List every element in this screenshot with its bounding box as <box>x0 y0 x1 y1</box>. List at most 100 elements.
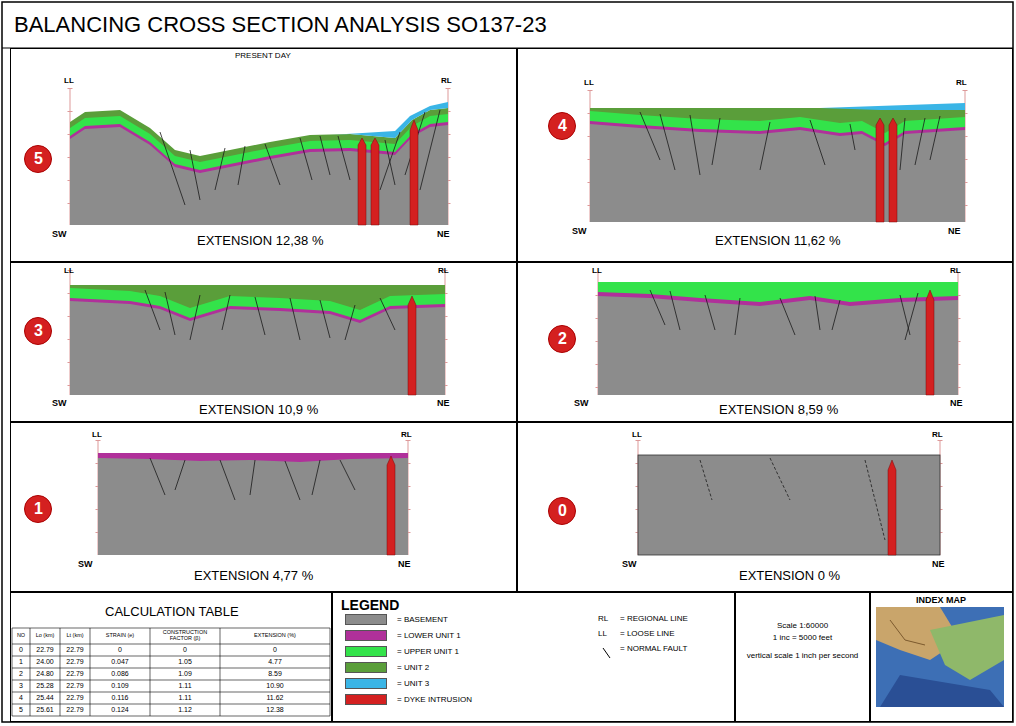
table-cell: 4 <box>13 694 29 701</box>
normal-faults <box>650 290 918 340</box>
table-cell: 1 <box>13 658 29 665</box>
section-end-label: SW <box>52 398 67 408</box>
table-grid <box>12 628 330 716</box>
extension-caption: EXTENSION 4,77 % <box>194 569 313 584</box>
legend-box: LEGEND <box>332 592 735 722</box>
normal-faults <box>145 110 940 540</box>
normal-faults <box>700 458 885 540</box>
legend-text: = REGIONAL LINE <box>620 614 688 623</box>
section-end-label: RL <box>932 430 943 439</box>
table-cell: 25.28 <box>31 682 59 689</box>
table-cell: 12.38 <box>221 706 329 713</box>
table-cell: 0.047 <box>91 658 149 665</box>
table-cell: 22.79 <box>61 682 89 689</box>
table-cell: 1.12 <box>151 706 219 713</box>
index-map <box>876 607 1004 707</box>
section-5 <box>70 125 448 225</box>
table-cell: 11.62 <box>221 694 329 701</box>
legend-text: = UPPER UNIT 1 <box>397 647 459 656</box>
callout-number: 1 <box>24 495 52 523</box>
table-cell: 1.09 <box>151 670 219 677</box>
table-cell: 24.00 <box>31 658 59 665</box>
legend-text: = UNIT 3 <box>397 679 429 688</box>
table-cell: 22.79 <box>31 646 59 653</box>
section-end-label: SW <box>622 559 637 569</box>
legend-swatch <box>345 694 387 705</box>
table-cell: 10.90 <box>221 682 329 689</box>
section-end-label: SW <box>78 559 93 569</box>
callout-number-text: 3 <box>34 322 43 340</box>
scale-box: Scale 1:600001 inc = 5000 feetvertical s… <box>735 592 870 722</box>
extension-caption: EXTENSION 11,62 % <box>715 234 840 249</box>
table-header: Lo (km) <box>31 633 59 639</box>
table-grid <box>12 628 330 716</box>
scale-note: 1 inc = 5000 feet <box>742 633 863 642</box>
section-end-label: SW <box>574 398 589 408</box>
section-3 <box>70 285 445 395</box>
callout-number-text: 1 <box>34 500 43 518</box>
table-cell: 0 <box>221 646 329 653</box>
legend-text: = LOOSE LINE <box>620 629 674 638</box>
legend-text: = BASEMENT <box>397 615 448 624</box>
table-cell: 22.79 <box>61 658 89 665</box>
section-end-label: NE <box>398 559 411 569</box>
callout-number-text: 2 <box>558 330 567 348</box>
section-end-label: LL <box>592 266 602 275</box>
section-0 <box>638 455 940 555</box>
legend-swatch <box>345 630 387 641</box>
section-4 <box>590 124 965 222</box>
section-end-label: NE <box>950 398 963 408</box>
table-cell: 5 <box>13 706 29 713</box>
section-end-label: NE <box>437 398 450 408</box>
dyke-intrusion <box>358 118 934 555</box>
legend-swatch <box>345 646 387 657</box>
section-end-label: SW <box>52 229 67 239</box>
callout-number: 4 <box>548 112 576 140</box>
legend-code: LL <box>598 629 607 638</box>
scale-note: vertical scale 1 inch per second <box>742 651 863 660</box>
section-end-label: RL <box>950 266 961 275</box>
callout-number-text: 0 <box>558 502 567 520</box>
extension-caption: EXTENSION 12,38 % <box>197 234 323 249</box>
section-3 <box>70 301 445 395</box>
table-cell: 0.116 <box>91 694 149 701</box>
table-cell: 0.124 <box>91 706 149 713</box>
callout-number: 2 <box>548 325 576 353</box>
section-4 <box>590 108 965 222</box>
normal-faults <box>145 290 395 340</box>
stage-label: PRESENT DAY <box>235 51 291 60</box>
unit3-layer <box>330 102 448 138</box>
index-map <box>876 607 1004 707</box>
table-cell: 2 <box>13 670 29 677</box>
table-header: Lt (km) <box>61 633 89 639</box>
index-map <box>880 675 1004 707</box>
legend-swatch <box>345 678 387 689</box>
dyke-intrusion <box>876 118 897 222</box>
callout-number-text: 5 <box>34 150 43 168</box>
table-header: CONSTRUCTION FACTOR (β) <box>151 630 219 642</box>
section-end-label: SW <box>572 226 587 236</box>
extension-caption: EXTENSION 10,9 % <box>199 403 318 418</box>
map-heading: INDEX MAP <box>916 595 966 605</box>
legend-swatch <box>345 614 387 625</box>
section-end-label: RL <box>441 76 452 85</box>
section-panel: EXTENSION 8,59 %2 <box>517 262 1013 422</box>
title: BALANCING CROSS SECTION ANALYSIS SO137-2… <box>14 12 547 37</box>
section-end-label: RL <box>956 78 967 87</box>
section-5 <box>70 108 448 225</box>
table-cell: 1.11 <box>151 682 219 689</box>
map-box: INDEX MAP <box>870 592 1013 722</box>
table-header: STRAIN (e) <box>91 633 149 639</box>
index-map <box>930 615 1004 680</box>
table-cell: 0.086 <box>91 670 149 677</box>
section-end-label: LL <box>64 266 74 275</box>
table-cell: 0 <box>13 646 29 653</box>
section-1 <box>98 458 408 555</box>
legend-text: = NORMAL FAULT <box>620 644 687 653</box>
table-cell: 0 <box>151 646 219 653</box>
dyke-intrusion <box>888 460 896 555</box>
section-end-label: NE <box>437 229 450 239</box>
section-1 <box>98 453 408 555</box>
section-end-label: LL <box>584 78 594 87</box>
